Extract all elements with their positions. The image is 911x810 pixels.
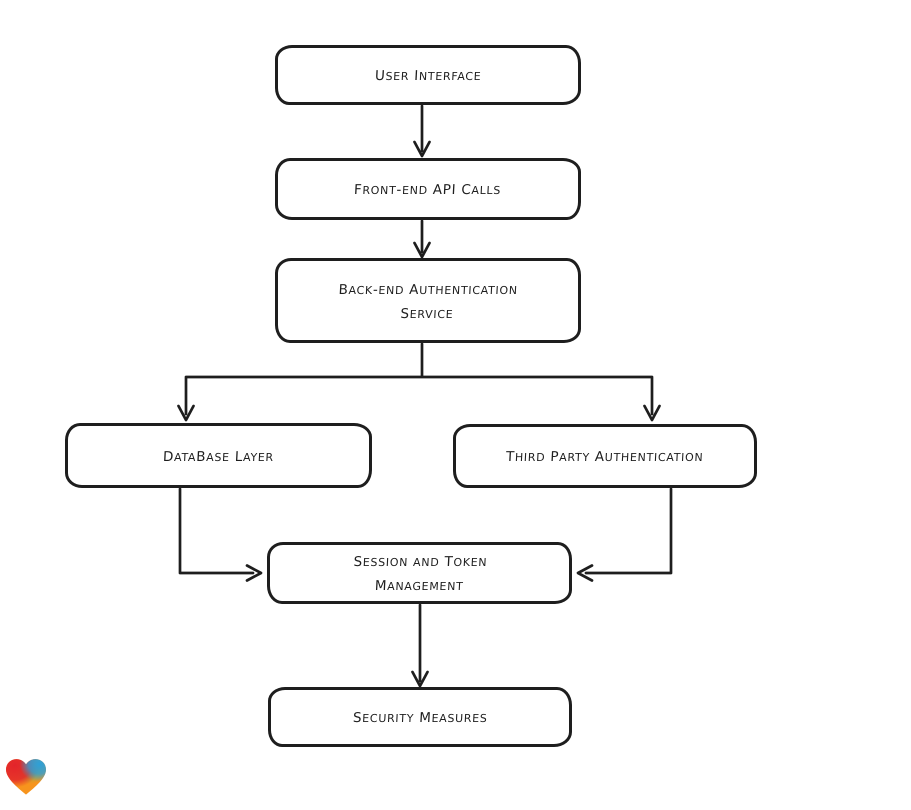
node-front-end-api-calls-label: FRONT-END API CALLS bbox=[353, 182, 502, 198]
node-user-interface: USER INTERFACE bbox=[275, 45, 581, 105]
gradient-heart-logo bbox=[6, 759, 46, 795]
edge-thirdparty-to-session bbox=[584, 487, 673, 575]
arrowhead-down-1 bbox=[413, 140, 431, 158]
arrowhead-down-3 bbox=[411, 670, 429, 688]
edge-backend-split bbox=[184, 342, 654, 416]
arrowhead-down-left-branch bbox=[177, 404, 195, 422]
node-user-interface-label: USER INTERFACE bbox=[374, 68, 482, 84]
node-security-measures-label: SECURITY MEASURES bbox=[352, 710, 488, 726]
arrowhead-down-right-branch bbox=[643, 404, 661, 422]
node-third-party-authentication-label: THIRD PARTY AUTHENTICATION bbox=[505, 449, 704, 465]
arrowhead-left bbox=[576, 564, 594, 582]
arrowhead-down-2 bbox=[413, 241, 431, 259]
node-front-end-api-calls: FRONT-END API CALLS bbox=[275, 158, 581, 220]
node-database-layer-label: DATABASE LAYER bbox=[162, 448, 275, 465]
arrowhead-right bbox=[245, 564, 263, 582]
node-database-layer: DATABASE LAYER bbox=[65, 423, 372, 488]
node-third-party-authentication: THIRD PARTY AUTHENTICATION bbox=[453, 424, 757, 488]
edge-database-to-session bbox=[178, 487, 255, 575]
node-security-measures: SECURITY MEASURES bbox=[268, 687, 572, 747]
heart-shape bbox=[6, 759, 46, 795]
